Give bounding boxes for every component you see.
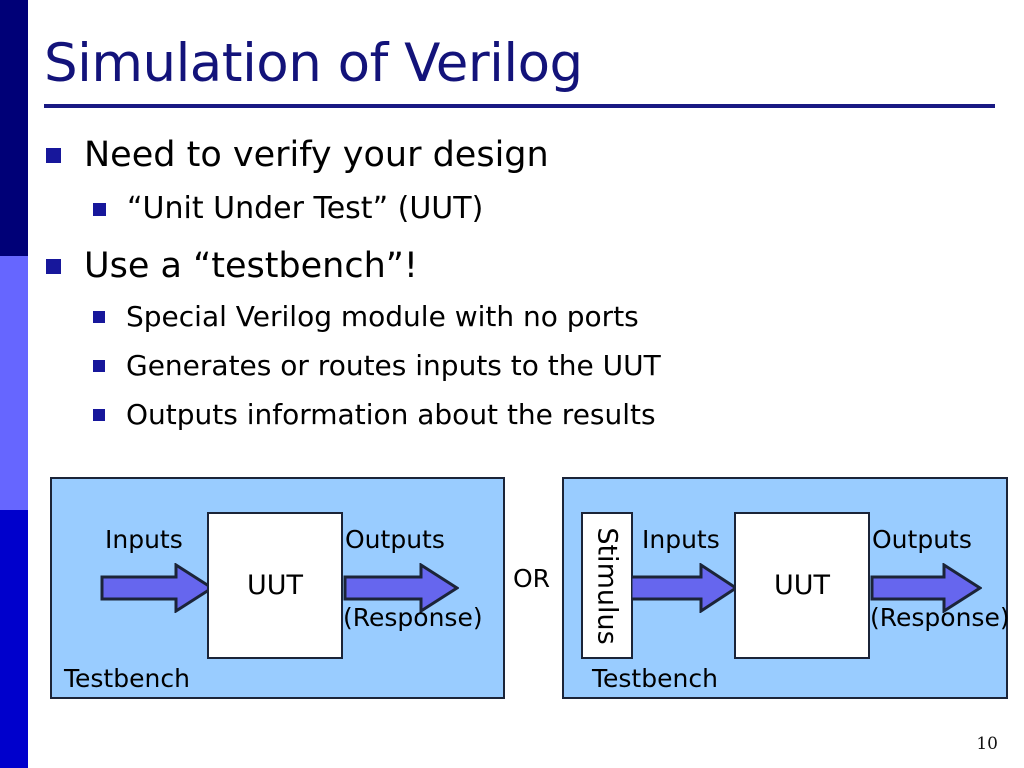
left-output-arrow-icon <box>343 563 459 613</box>
bullet-text: Need to verify your design <box>84 135 549 175</box>
bullet-text: Outputs information about the results <box>126 398 656 431</box>
right-input-arrow-icon <box>631 563 738 613</box>
left-uut-box: UUT <box>207 512 343 659</box>
slide-title: Simulation of Verilog <box>44 33 583 94</box>
right-stimulus-label: Stimulus <box>591 526 623 645</box>
sidebar-band-bottom <box>0 510 28 768</box>
left-uut-label: UUT <box>246 570 304 601</box>
right-uut-label: UUT <box>773 570 831 601</box>
bullet-item: Special Verilog module with no ports <box>93 300 639 334</box>
left-input-arrow-icon <box>100 563 214 613</box>
right-uut-box: UUT <box>734 512 870 659</box>
bullet-square-icon <box>93 409 105 421</box>
testbench-diagram-right: Stimulus Inputs UUT Outputs (Response) T… <box>562 477 1010 699</box>
bullet-square-icon <box>46 148 61 163</box>
right-response-label: (Response) <box>870 603 1010 632</box>
bullet-square-icon <box>93 360 105 372</box>
left-response-label: (Response) <box>343 603 483 632</box>
bullet-item: Outputs information about the results <box>93 398 656 432</box>
bullet-text: Use a “testbench”! <box>84 246 418 286</box>
sidebar-band-middle <box>0 256 28 510</box>
bullet-item: Need to verify your design <box>46 134 549 176</box>
bullet-text: “Unit Under Test” (UUT) <box>127 191 484 226</box>
right-output-arrow-icon <box>870 563 982 613</box>
testbench-diagram-left: Inputs UUT Outputs (Response) Testbench <box>50 477 505 699</box>
right-testbench-label: Testbench <box>592 664 718 693</box>
left-inputs-label: Inputs <box>105 525 183 554</box>
or-label: OR <box>513 564 551 593</box>
left-testbench-label: Testbench <box>64 664 190 693</box>
right-stimulus-box: Stimulus <box>581 512 633 659</box>
page-number: 10 <box>976 734 998 754</box>
sidebar-band-top <box>0 0 28 256</box>
bullet-square-icon <box>93 311 105 323</box>
title-underline-rule <box>44 104 995 108</box>
bullet-item: Generates or routes inputs to the UUT <box>93 349 661 383</box>
bullet-text: Special Verilog module with no ports <box>126 300 639 333</box>
bullet-item: “Unit Under Test” (UUT) <box>93 191 483 227</box>
bullet-square-icon <box>93 203 106 216</box>
bullet-item: Use a “testbench”! <box>46 245 418 287</box>
right-inputs-label: Inputs <box>642 525 720 554</box>
left-outputs-label: Outputs <box>345 525 445 554</box>
right-outputs-label: Outputs <box>872 525 972 554</box>
bullet-text: Generates or routes inputs to the UUT <box>126 349 661 382</box>
bullet-square-icon <box>46 259 61 274</box>
